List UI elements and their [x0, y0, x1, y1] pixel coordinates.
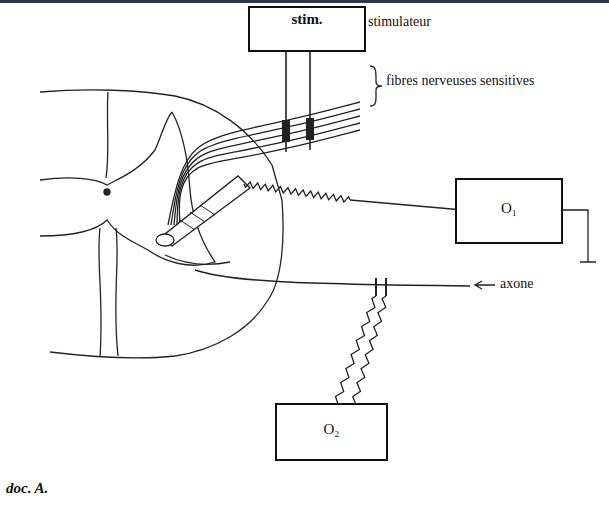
- axon-arrow: [475, 281, 495, 289]
- coiled-wire: [244, 182, 350, 202]
- fiber-label: fibres nerveuses sensitives: [386, 73, 535, 89]
- sensory-fiber: [168, 102, 360, 225]
- ventral-horn-edge: [165, 255, 230, 264]
- node-text: O₁: [457, 180, 561, 217]
- device-label: stimulateur: [368, 14, 431, 30]
- wire-coils: [244, 182, 386, 436]
- axon-line: [195, 270, 470, 286]
- oscilloscope-box: O₂: [275, 403, 388, 461]
- caption: doc. A.: [6, 480, 48, 497]
- axon-label: axone: [500, 276, 533, 292]
- ventral-fissure: [99, 228, 118, 356]
- oscilloscope-box: O₁: [455, 178, 563, 244]
- top-bar: [0, 0, 609, 3]
- spinal-cord-outline: [40, 90, 283, 358]
- central-canal: [104, 189, 110, 195]
- microelectrode-detail: [180, 205, 215, 230]
- recording-electrodes: [376, 278, 386, 296]
- sensory-fibers: [168, 102, 360, 225]
- neuron-body: [156, 234, 174, 246]
- microelectrode: [160, 176, 250, 246]
- node-text: O₂: [277, 405, 386, 438]
- electrode-contact: [282, 120, 290, 142]
- stimulator-box: stim.: [248, 6, 366, 52]
- dorsal-fissure: [106, 92, 108, 178]
- wire: [350, 200, 463, 210]
- electrode-contact: [306, 118, 314, 140]
- gray-matter: [40, 112, 215, 265]
- bracket: [370, 66, 382, 106]
- node-text: stim.: [250, 8, 364, 28]
